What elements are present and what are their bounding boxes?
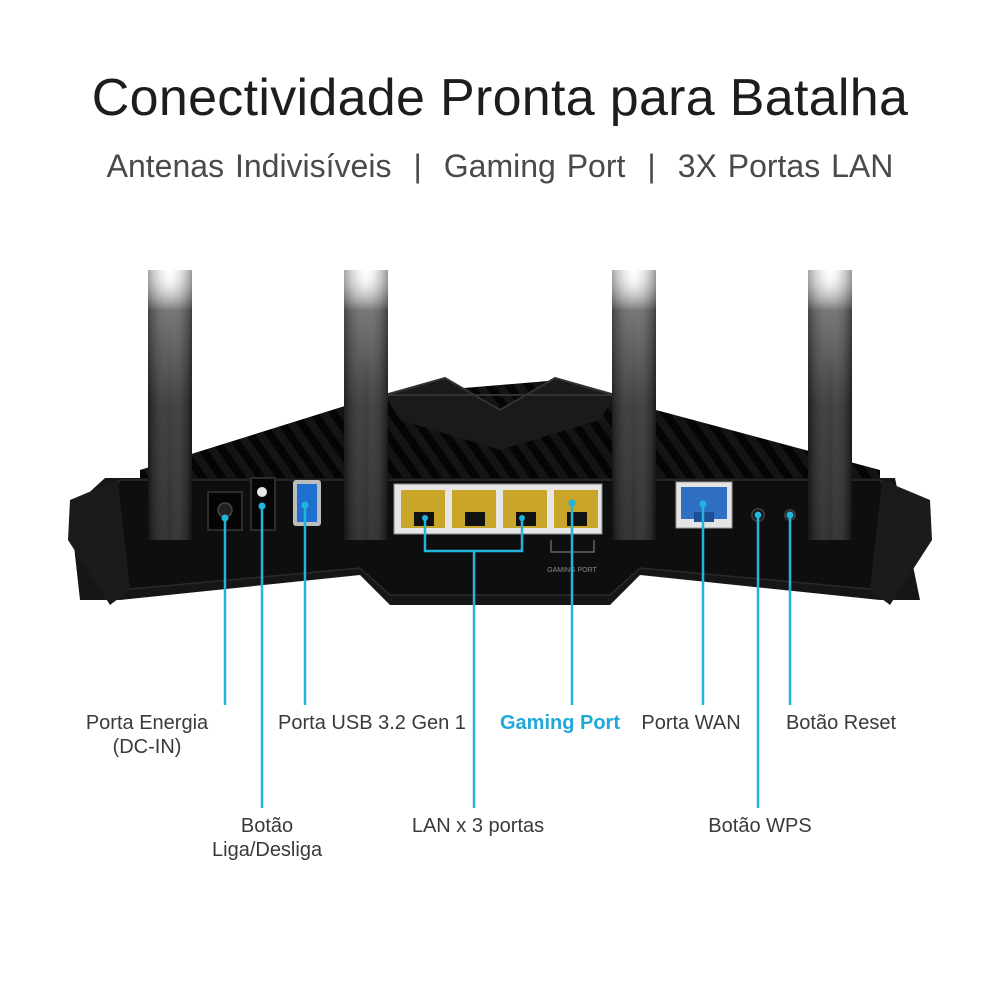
label-wan-port: Porta WAN: [641, 712, 741, 734]
separator: |: [413, 148, 422, 184]
feature-gaming-port: Gaming Port: [443, 148, 626, 184]
antennas: [148, 270, 852, 540]
label-line: Botão: [240, 815, 294, 837]
label-line: (DC-IN): [112, 736, 182, 758]
feature-antennas: Antenas Indivisíveis: [106, 148, 392, 184]
label-lan-ports: LAN x 3 portas: [411, 815, 545, 837]
separator: |: [647, 148, 656, 184]
page-title: Conectividade Pronta para Batalha: [91, 69, 909, 127]
label-power-port: Porta Energia (DC-IN): [82, 711, 212, 759]
label-line: Porta Energia: [85, 712, 209, 734]
label-power-button: Botão Liga/Desliga: [212, 814, 322, 862]
label-usb-port: Porta USB 3.2 Gen 1: [278, 712, 466, 734]
label-reset-button: Botão Reset: [785, 712, 897, 734]
label-gaming-port: Gaming Port: [499, 712, 620, 734]
router-top-vents: [140, 376, 880, 490]
callout-dots: [221, 499, 794, 522]
lan-port-panel: GAMING PORT: [393, 483, 603, 574]
callout-lines: [223, 503, 792, 808]
label-line: Liga/Desliga: [212, 839, 323, 861]
feature-lan-ports: 3X Portas LAN: [677, 148, 894, 184]
feature-subtitle: Antenas Indivisíveis | Gaming Port | 3X Port…: [0, 148, 1000, 185]
label-wps-button: Botão WPS: [708, 815, 812, 837]
